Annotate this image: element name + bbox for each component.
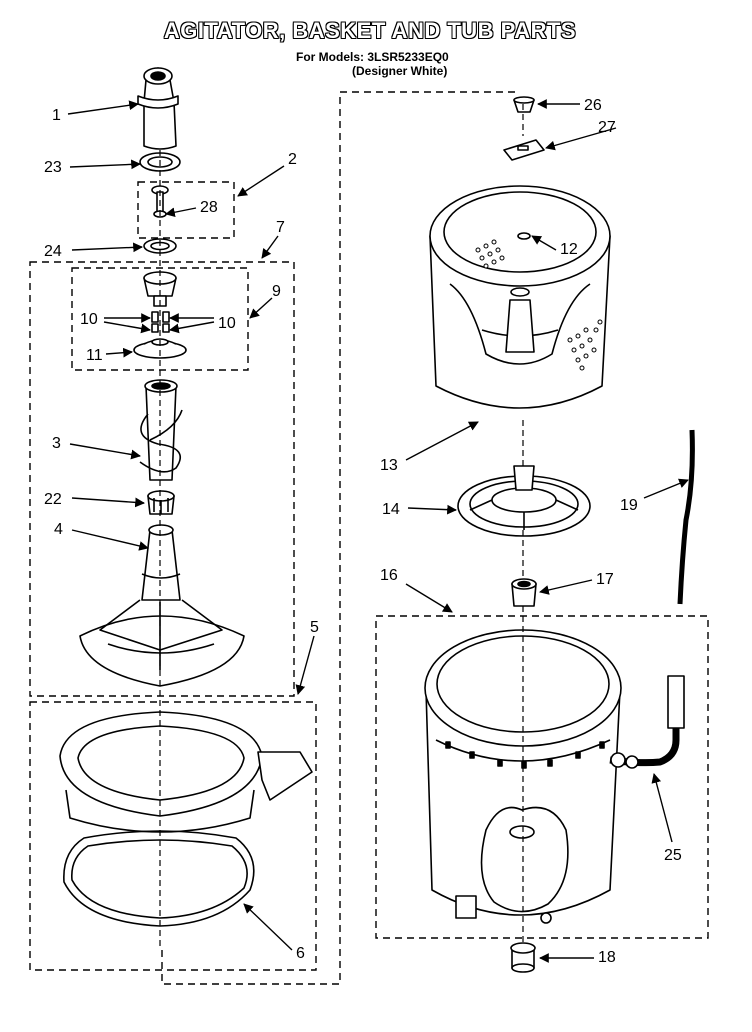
leader-13	[405, 421, 479, 461]
auger-part	[139, 379, 183, 481]
callout-16: 16	[380, 567, 398, 584]
callout-6: 6	[296, 945, 305, 962]
leader-28	[165, 207, 197, 218]
callout-2: 2	[288, 151, 297, 168]
callout-10-left: 10	[80, 311, 98, 328]
dog-parts	[151, 311, 170, 333]
nut-cap-part	[513, 96, 535, 113]
hub-nut-part	[511, 578, 537, 607]
callout-22: 22	[44, 491, 62, 508]
callout-27: 27	[598, 119, 616, 136]
tub-ring-part	[59, 711, 313, 833]
leader-1	[67, 100, 139, 115]
callout-26: 26	[584, 97, 602, 114]
callout-12: 12	[560, 241, 578, 258]
cam-part	[143, 271, 177, 307]
leader-4	[71, 529, 149, 551]
leader-11	[105, 347, 133, 358]
group-box-7	[29, 261, 295, 697]
callout-28: 28	[200, 199, 218, 216]
tub-seal-part	[510, 942, 536, 973]
leader-22	[71, 497, 145, 508]
color-line: (Designer White)	[352, 64, 448, 78]
diagram-title: AGITATOR, BASKET AND TUB PARTS	[163, 18, 577, 43]
outer-tub-part	[424, 629, 622, 924]
callout-7: 7	[276, 219, 285, 236]
leader-6	[243, 903, 293, 951]
callout-4: 4	[54, 521, 63, 538]
group-box-2	[137, 181, 235, 239]
leader-25	[651, 773, 673, 843]
callout-9: 9	[272, 283, 281, 300]
leader-19	[643, 478, 689, 499]
leader-14	[407, 504, 457, 515]
leader-9	[249, 297, 273, 319]
leader-17	[539, 579, 593, 595]
callout-5: 5	[310, 619, 319, 636]
leader-16	[405, 583, 453, 613]
agitator-cap-part	[137, 67, 179, 150]
leader-3	[69, 443, 141, 460]
group-box-16	[375, 615, 709, 939]
callout-23: 23	[44, 159, 62, 176]
leader-12	[531, 235, 557, 251]
leader-7	[261, 235, 279, 259]
callout-3: 3	[52, 435, 61, 452]
leader-27	[545, 127, 617, 151]
basket-drive-hub-part	[457, 465, 591, 537]
leader-10b	[103, 321, 151, 334]
leader-24	[71, 242, 143, 253]
models-line: For Models: 3LSR5233EQ0	[296, 50, 449, 64]
leader-10d	[169, 321, 215, 334]
group-box-5	[29, 701, 317, 971]
leader-23	[69, 159, 141, 170]
callout-10-right: 10	[218, 315, 236, 332]
leader-5	[295, 635, 315, 695]
connector-path	[161, 91, 520, 985]
drain-hose-part	[677, 429, 695, 605]
leader-2	[237, 165, 285, 197]
bearing-part	[147, 490, 175, 515]
callout-11: 11	[86, 347, 103, 364]
basket-part	[429, 185, 611, 409]
callout-24: 24	[44, 243, 62, 260]
spanner-nut-part	[503, 139, 545, 161]
callout-17: 17	[596, 571, 614, 588]
callout-1: 1	[52, 107, 61, 124]
callout-13: 13	[380, 457, 398, 474]
retainer-part	[133, 338, 187, 359]
agitator-base-part	[79, 524, 245, 687]
callout-19: 19	[620, 497, 638, 514]
basket-holes	[475, 239, 603, 371]
callout-14: 14	[382, 501, 400, 518]
snap-ring-part	[63, 830, 255, 927]
fill-hose-part	[609, 675, 685, 769]
callout-25: 25	[664, 847, 682, 864]
tub-slots	[445, 741, 605, 769]
callout-18: 18	[598, 949, 616, 966]
callout-labels: 1 2 3 4 5 6 7 9 10 10 11 12 13 14 16 17 …	[44, 97, 682, 966]
